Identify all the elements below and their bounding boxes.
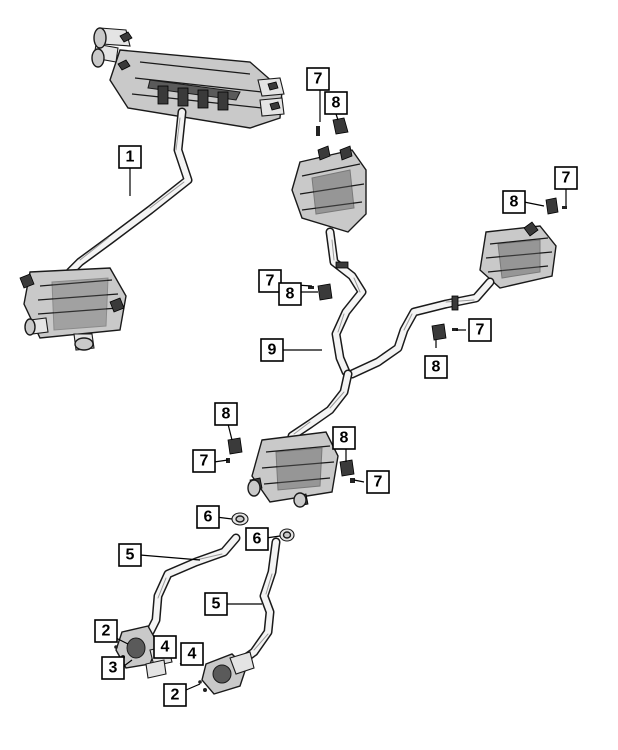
callout-8-mid-right: 8: [424, 355, 448, 379]
callout-label: 8: [432, 359, 441, 376]
callout-label: 9: [268, 342, 277, 359]
callout-7-lower-right: 7: [366, 470, 390, 494]
callout-label: 6: [204, 509, 213, 526]
callout-label: 8: [332, 95, 341, 112]
callout-label: 4: [161, 639, 170, 656]
callout-label: 2: [171, 687, 180, 704]
callout-label: 5: [126, 547, 135, 564]
callout-8-lower-right: 8: [332, 426, 356, 450]
callout-4-left: 4: [153, 635, 177, 659]
callout-2-upper: 2: [94, 619, 118, 643]
callout-label: 2: [102, 623, 111, 640]
callout-label: 7: [200, 453, 209, 470]
callout-label: 8: [222, 406, 231, 423]
callout-3: 3: [101, 656, 125, 680]
callout-2-lower: 2: [163, 683, 187, 707]
callout-8-lower-left: 8: [214, 402, 238, 426]
callout-1: 1: [118, 145, 142, 169]
callout-7-lower-left: 7: [192, 449, 216, 473]
callout-label: 7: [562, 170, 571, 187]
callout-8-mid-left: 8: [278, 282, 302, 306]
callout-label: 4: [188, 646, 197, 663]
callout-5-left: 5: [118, 543, 142, 567]
callout-5-right: 5: [204, 592, 228, 616]
callout-8-top: 8: [324, 91, 348, 115]
hanger-insulators: [226, 117, 567, 483]
callout-label: 7: [266, 273, 275, 290]
callout-label: 8: [340, 430, 349, 447]
callout-label: 7: [374, 474, 383, 491]
parts-2-3-4-flange-hardware: [114, 625, 255, 695]
part-9-intermediate-pipe-assembly: [247, 145, 557, 508]
callout-9: 9: [260, 338, 284, 362]
callout-label: 5: [212, 596, 221, 613]
callout-7-mid-right: 7: [468, 318, 492, 342]
callout-8-upper-right: 8: [502, 190, 526, 214]
callout-7-top: 7: [306, 67, 330, 91]
callout-label: 3: [109, 660, 118, 677]
callout-7-upper-right: 7: [554, 166, 578, 190]
part-5-front-pipes: [145, 533, 281, 667]
callout-label: 7: [476, 322, 485, 339]
callout-6-left: 6: [196, 505, 220, 529]
callout-7-mid-left: 7: [258, 269, 282, 293]
callout-4-right: 4: [180, 642, 204, 666]
callout-6-right: 6: [245, 527, 269, 551]
callout-label: 8: [286, 286, 295, 303]
callout-label: 6: [253, 531, 262, 548]
callout-label: 8: [510, 194, 519, 211]
callout-label: 7: [314, 71, 323, 88]
part-1-muffler-assembly: [19, 27, 285, 351]
part-6-clamps: [231, 512, 295, 542]
callout-label: 1: [126, 149, 135, 166]
